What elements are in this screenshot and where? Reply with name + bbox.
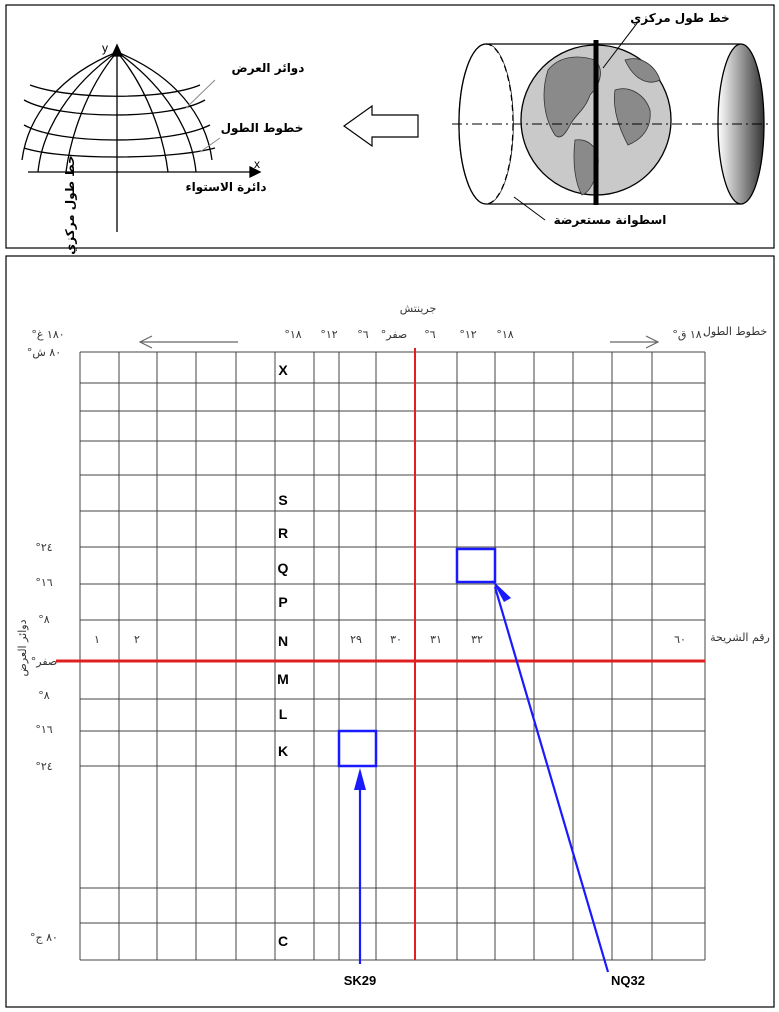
latitude-label: ٨°	[38, 689, 50, 702]
latitude-label: ٢٤°	[35, 541, 52, 554]
row-letter: S	[278, 492, 287, 508]
central-meridian-label: خط طول مركزي	[630, 11, 729, 26]
longitude-labels: ١٨٠ غ° ١٨° ١٢° ٦° صفر° ٦° ١٢° ١٨° ١٨٠ ق°	[31, 328, 707, 341]
row-letter: K	[278, 743, 288, 759]
axis-x-label: x	[254, 157, 260, 171]
longitude-label: ١٨°	[496, 328, 513, 341]
latitude-label: ١٦°	[35, 723, 52, 736]
row-letters: X S R Q P N M L K C	[277, 362, 289, 949]
latitude-label: صفر°	[31, 655, 57, 668]
longitude-label: صفر°	[381, 328, 407, 341]
central-meridian-leader	[602, 21, 639, 69]
hollow-arrow-icon	[342, 104, 419, 148]
transverse-cylinder-label: اسطوانة مستعرضة	[554, 213, 667, 228]
parallels-leader	[185, 79, 216, 109]
latitude-label: ١٦°	[35, 576, 52, 589]
longitude-label: ١٨٠ غ°	[31, 328, 64, 341]
axis-y-label: y	[102, 41, 108, 55]
zone-numbers: ١ ٢ ٢٩ ٣٠ ٣١ ٣٢ ٦٠	[94, 633, 686, 646]
zone-number: ٣٢	[471, 633, 483, 646]
meridians-leader	[199, 137, 221, 153]
nq32-arrowhead-icon	[492, 580, 511, 602]
row-letter: C	[278, 933, 288, 949]
central-meridian-vertical-label: خط طول مركزي	[63, 155, 78, 254]
zone-number: ٢	[134, 633, 140, 646]
latitude-label: ٨٠ ش°	[27, 346, 61, 359]
west-arrow-icon	[138, 335, 238, 349]
zone-number: ١	[94, 633, 100, 646]
row-letter: R	[278, 525, 288, 541]
projection-graticule	[21, 43, 262, 232]
row-letter: Q	[278, 560, 289, 576]
longitude-label: ٦°	[357, 328, 369, 341]
cylinder-leader	[513, 196, 546, 221]
equator-label: دائرة الاستواء	[185, 180, 266, 195]
nq32-label: NQ32	[611, 973, 645, 988]
row-letter: X	[278, 362, 288, 378]
zone-number: ٢٩	[350, 633, 362, 646]
bottom-panel-frame	[5, 255, 775, 1008]
sk29-label: SK29	[344, 973, 377, 988]
longitude-label: ٦°	[424, 328, 436, 341]
meridians-label: خطوط الطول	[221, 121, 304, 136]
latitudes-title: دوائر العرض	[16, 619, 29, 676]
longitude-label: ١٢°	[459, 328, 476, 341]
zone-number: ٣٠	[390, 633, 402, 646]
latitude-label: ٨٠ ج°	[30, 931, 58, 944]
zone-number: ٦٠	[674, 633, 686, 646]
zone-number: ٣١	[430, 633, 442, 646]
latitude-labels: ٨٠ ش° ٢٤° ١٦° ٨° صفر° ٨° ١٦° ٢٤° ٨٠ ج°	[27, 346, 61, 944]
zone-number-title: رقم الشريحة	[710, 631, 770, 644]
longitude-label: ١٨٠ ق°	[672, 328, 707, 341]
sk29-arrowhead-icon	[354, 768, 366, 790]
greenwich-label: جرينتش	[400, 302, 437, 315]
nq32-cell	[455, 547, 497, 584]
parallels-label: دوائر العرض	[232, 61, 305, 76]
east-arrow-icon	[610, 335, 660, 349]
row-letter: N	[278, 633, 288, 649]
row-letter: P	[278, 594, 287, 610]
sk29-cell	[337, 729, 378, 768]
latitude-label: ٨°	[38, 613, 50, 626]
longitude-label: ١٢°	[320, 328, 337, 341]
longitude-label: ١٨°	[284, 328, 301, 341]
row-letter: L	[279, 706, 288, 722]
meridians-title: خطوط الطول	[703, 325, 767, 338]
nq32-pointer	[493, 586, 610, 973]
row-letter: M	[277, 671, 289, 687]
latitude-label: ٢٤°	[35, 760, 52, 773]
